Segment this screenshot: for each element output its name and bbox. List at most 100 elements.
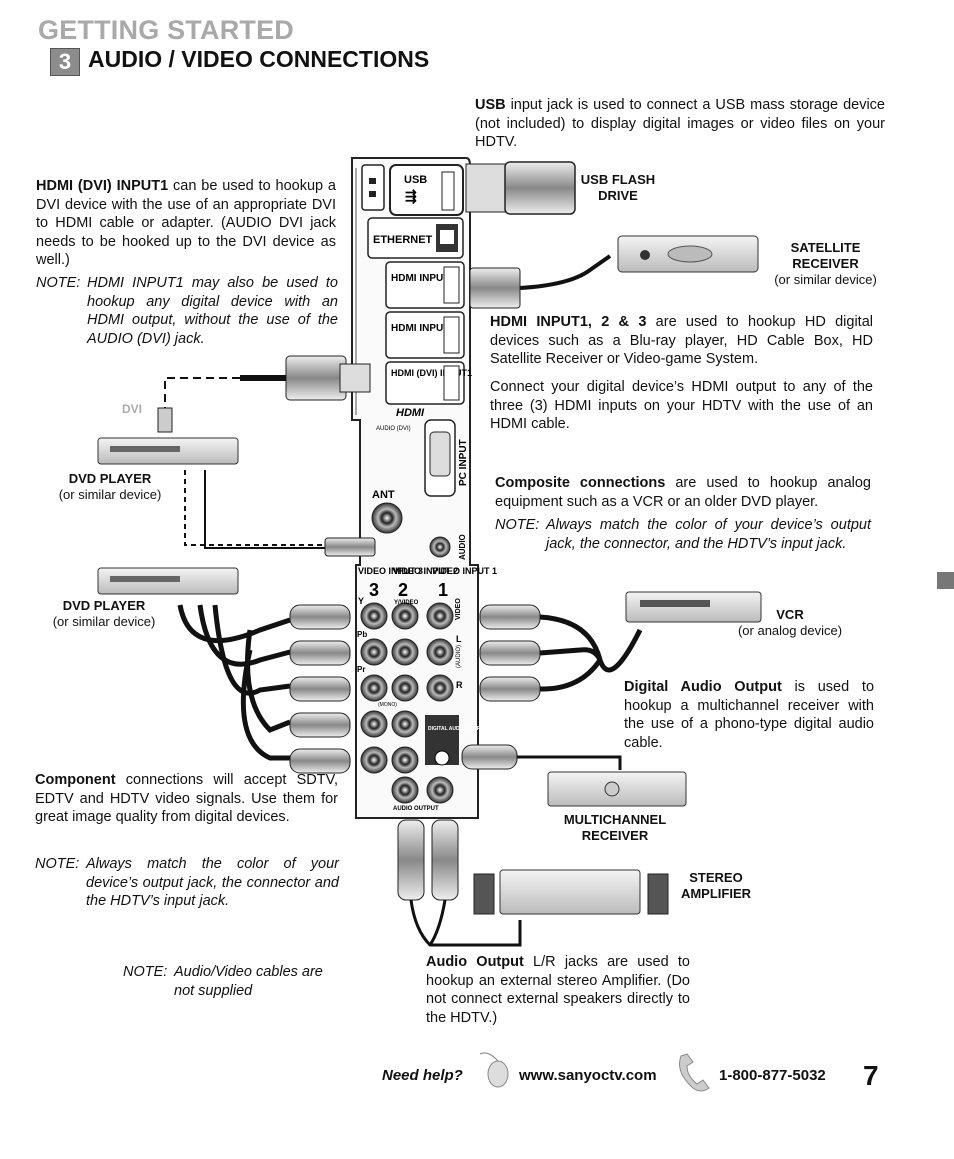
panel-usb-text: USB xyxy=(404,174,427,186)
audio-output-cables xyxy=(397,819,522,947)
website-link[interactable]: www.sanyoctv.com xyxy=(519,1067,657,1084)
panel-l: L xyxy=(456,634,462,644)
dvd-player-2-label: DVD PLAYER (or similar device) xyxy=(44,598,164,630)
component-cables xyxy=(177,604,291,761)
usb-term: USB xyxy=(475,97,506,113)
svg-text:3: 3 xyxy=(369,580,379,600)
component-note-text: Always match the color of your device’s … xyxy=(86,856,339,909)
section-title: GETTING STARTED xyxy=(38,15,294,45)
composite-text: are used to hookup analog equipment such… xyxy=(495,475,872,510)
hdmi-dvi-term: HDMI (DVI) INPUT1 xyxy=(36,178,169,194)
panel-video: VIDEO xyxy=(455,598,462,620)
hdmi-dvi-note-text: HDMI INPUT1 may also be used to hookup a… xyxy=(87,275,338,347)
panel-video-input-3: VIDEO INPUT 3 xyxy=(358,566,423,576)
hdmi-dvi-paragraph: HDMI (DVI) INPUT1 can be used to hookup … xyxy=(36,177,336,270)
component-paragraph: Component connections will accept SDTV, … xyxy=(35,771,338,827)
panel-pc-input-text: PC INPUT xyxy=(458,439,469,486)
composite-plugs xyxy=(479,604,643,702)
stereo-amplifier xyxy=(473,869,669,915)
panel-jack-grid xyxy=(360,602,459,804)
mouse-icon xyxy=(478,1048,512,1088)
multichannel-receiver-label: MULTICHANNEL RECEIVER xyxy=(563,812,667,843)
composite-paragraph: Composite connections are used to hookup… xyxy=(495,474,871,511)
composite-note-label: NOTE xyxy=(495,517,536,533)
component-note: NOTE: Always match the color of your dev… xyxy=(35,856,339,909)
side-tab-marker xyxy=(937,572,954,589)
hdmi-inputs-paragraph-2: Connect your digital device’s HDMI outpu… xyxy=(490,379,873,432)
cables-note: NOTE: Audio/Video cables are not supplie… xyxy=(123,963,333,1000)
vcr-sub-text: (or analog device) xyxy=(737,623,843,638)
digital-audio-paragraph: Digital Audio Output is used to hookup a… xyxy=(624,678,874,752)
hdmi-inputs-text: are used to hookup HD digital devices su… xyxy=(490,314,873,367)
component-note-label: NOTE xyxy=(35,856,76,872)
usb-paragraph: USB input jack is used to connect a USB … xyxy=(475,96,885,152)
panel-audio-dvi-text: AUDIO (DVI) xyxy=(376,426,411,432)
cables-note-label: NOTE xyxy=(123,964,164,980)
hdmi-inputs-paragraph: HDMI INPUT1, 2 & 3 are used to hookup HD… xyxy=(490,313,873,369)
panel-digital-audio-output: DIGITAL AUDIO OUTPUT xyxy=(428,726,487,732)
vcr-device xyxy=(625,591,762,623)
audio-output-text: L/R jacks are used to hookup an external… xyxy=(426,954,690,1026)
usb-flash-drive-label: USB FLASH DRIVE xyxy=(580,172,656,203)
need-help-label: Need help? xyxy=(382,1067,463,1084)
multichannel-receiver xyxy=(547,771,687,807)
composite-note-text: Always match the color of your device’s … xyxy=(546,517,871,552)
panel-ant-text: ANT xyxy=(372,489,395,501)
dvd-player-1 xyxy=(97,437,376,557)
composite-note: NOTE: Always match the color of your dev… xyxy=(495,517,871,552)
dvd-player-2 xyxy=(97,567,239,595)
stereo-amplifier-label: STEREO AMPLIFIER xyxy=(680,870,752,901)
panel-pb: Pb xyxy=(357,630,367,639)
panel-mono: (MONO) xyxy=(378,702,397,708)
cables-note-text: Audio/Video cables are not supplied xyxy=(174,964,323,999)
svg-text:1: 1 xyxy=(438,580,448,600)
composite-term: Composite connections xyxy=(495,475,666,491)
page-title: AUDIO / VIDEO CONNECTIONS xyxy=(88,46,430,72)
phone-number: 1-800-877-5032 xyxy=(719,1067,826,1084)
dvi-hdmi-plug xyxy=(157,355,371,433)
panel-pr: Pr xyxy=(357,665,365,674)
dvd1-label-text: DVD PLAYER xyxy=(68,471,152,486)
panel-y-video: Y/VIDEO xyxy=(394,600,419,606)
hdmi-dvi-text: can be used to hookup a DVI device with … xyxy=(36,178,337,268)
satellite-label-text: SATELLITE RECEIVER xyxy=(790,240,861,271)
panel-hdmi2-text: HDMI INPUT 2 xyxy=(391,323,458,334)
hdmi-inputs-term: HDMI INPUT1, 2 & 3 xyxy=(490,314,647,330)
panel-video-input-2: VIDEO INPUT 2 xyxy=(393,566,458,576)
dvd-player-1-label: DVD PLAYER (or similar device) xyxy=(50,471,170,503)
satellite-receiver xyxy=(469,235,759,309)
panel-hdmi1-text: HDMI (DVI) INPUT1 xyxy=(391,368,472,378)
phone-icon xyxy=(675,1052,715,1094)
audio-output-term: Audio Output xyxy=(426,954,524,970)
digital-audio-text: is used to hookup a multichannel receive… xyxy=(624,679,875,751)
tv-back-panel: USB ⇶ ETHERNET HDMI INPUT 3 HDMI INPUT 2… xyxy=(351,157,497,819)
panel-audio-output: AUDIO OUTPUT xyxy=(393,806,439,812)
page-number: 7 xyxy=(863,1060,879,1091)
panel-r: R xyxy=(456,680,463,690)
panel-video-input-1: VIDEO INPUT 1 xyxy=(432,566,497,576)
panel-audio-text: AUDIO xyxy=(458,534,467,560)
component-plugs xyxy=(289,604,351,774)
hdmi-dvi-note: NOTE: HDMI INPUT1 may also be used to ho… xyxy=(36,275,338,347)
usb-flash-drive xyxy=(465,161,576,215)
svg-text:2: 2 xyxy=(398,580,408,600)
vcr-label: VCR (or analog device) xyxy=(730,607,850,639)
step-number-badge: 3 xyxy=(50,48,80,76)
panel-hdmi3-text: HDMI INPUT 3 xyxy=(391,273,458,284)
digital-audio-cable xyxy=(461,744,622,770)
panel-y: Y xyxy=(358,596,364,606)
audio-output-paragraph: Audio Output L/R jacks are used to hooku… xyxy=(426,953,690,1027)
usb-text: input jack is used to connect a USB mass… xyxy=(475,97,885,150)
dvd2-sub-text: (or similar device) xyxy=(52,614,156,629)
panel-audio-paren: (AUDIO) xyxy=(456,645,462,668)
satellite-receiver-label: SATELLITE RECEIVER (or similar device) xyxy=(758,240,893,288)
component-term: Component xyxy=(35,772,116,788)
panel-hdmi-logo: HDMI xyxy=(396,407,425,419)
digital-audio-term: Digital Audio Output xyxy=(624,679,782,695)
dvi-label: DVI xyxy=(122,402,143,416)
hdmi-dvi-note-label: NOTE xyxy=(36,275,77,291)
satellite-sub-text: (or similar device) xyxy=(774,272,877,287)
svg-text:⇶: ⇶ xyxy=(405,188,417,205)
panel-ethernet-text: ETHERNET xyxy=(373,234,433,246)
